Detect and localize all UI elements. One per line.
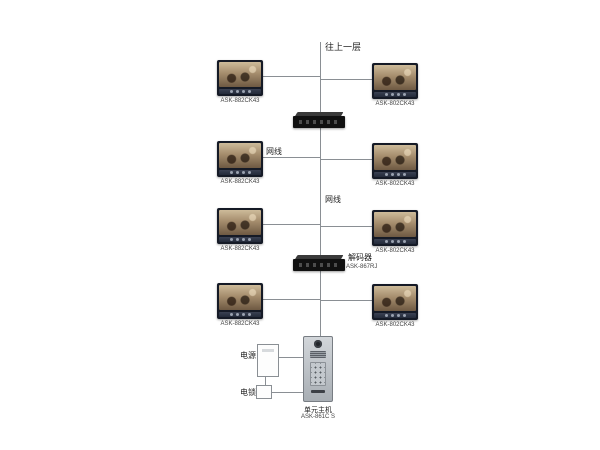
electric-lock-box xyxy=(256,385,272,399)
connector-line xyxy=(263,299,320,300)
monitor-buttons xyxy=(219,237,261,242)
keypad xyxy=(310,362,326,386)
monitor-model-label: ASK-802CK43 xyxy=(375,248,415,254)
power-line xyxy=(279,357,303,358)
monitor-buttons xyxy=(219,89,261,94)
monitor-screen xyxy=(374,286,416,311)
connector-line xyxy=(321,226,372,227)
monitor-buttons xyxy=(374,172,416,177)
decoder-label: 解码器 xyxy=(348,253,372,262)
connector-line xyxy=(321,300,372,301)
connector-line xyxy=(263,224,320,225)
indoor-monitor xyxy=(372,284,418,320)
monitor-screen xyxy=(219,285,261,310)
connector-line xyxy=(321,159,372,160)
indoor-monitor xyxy=(217,141,263,177)
monitor-model-label: ASK-802CK43 xyxy=(375,181,415,187)
net-cable-label: 网线 xyxy=(266,147,282,156)
monitor-buttons xyxy=(219,170,261,175)
monitor-buttons xyxy=(374,92,416,97)
power-lock-line xyxy=(265,377,266,385)
monitor-buttons xyxy=(219,312,261,317)
monitor-model-label: ASK-882CK43 xyxy=(220,246,260,252)
monitor-model-label: ASK-882CK43 xyxy=(220,179,260,185)
indoor-monitor xyxy=(372,143,418,179)
power-supply-box xyxy=(257,344,279,377)
monitor-screen xyxy=(219,210,261,235)
door-station xyxy=(303,336,333,402)
monitor-buttons xyxy=(374,313,416,318)
monitor-buttons xyxy=(374,239,416,244)
monitor-screen xyxy=(374,65,416,90)
network-switch xyxy=(293,112,345,128)
connector-line xyxy=(321,79,372,80)
decoder-switch xyxy=(293,255,345,271)
indoor-monitor xyxy=(372,63,418,99)
connector-line xyxy=(263,76,320,77)
monitor-screen xyxy=(374,145,416,170)
monitor-screen xyxy=(219,143,261,168)
monitor-model-label: ASK-882CK43 xyxy=(220,321,260,327)
indoor-monitor xyxy=(217,208,263,244)
monitor-model-label: ASK-882CK43 xyxy=(220,98,260,104)
card-slot xyxy=(311,390,325,393)
speaker-grille xyxy=(310,351,326,358)
indoor-monitor xyxy=(372,210,418,246)
monitor-model-label: ASK-802CK43 xyxy=(375,322,415,328)
monitor-screen xyxy=(374,212,416,237)
camera-lens-icon xyxy=(314,340,322,348)
switch-ports xyxy=(299,263,339,267)
decoder-model-label: ASK-867RJ xyxy=(346,264,378,270)
door-station-model-label: ASK-861C S xyxy=(300,414,336,420)
lock-line xyxy=(272,392,303,393)
to-upper-floor-label: 往上一层 xyxy=(325,42,362,52)
monitor-model-label: ASK-802CK43 xyxy=(375,101,415,107)
indoor-monitor xyxy=(217,283,263,319)
connector-line xyxy=(263,157,320,158)
power-label: 电源 xyxy=(240,351,256,360)
trunk-line xyxy=(320,42,321,336)
net-cable-label: 网线 xyxy=(325,195,341,204)
lock-label: 电锁 xyxy=(240,388,256,397)
door-station-label: 单元主机 xyxy=(304,407,332,414)
monitor-screen xyxy=(219,62,261,87)
indoor-monitor xyxy=(217,60,263,96)
switch-ports xyxy=(299,120,339,124)
